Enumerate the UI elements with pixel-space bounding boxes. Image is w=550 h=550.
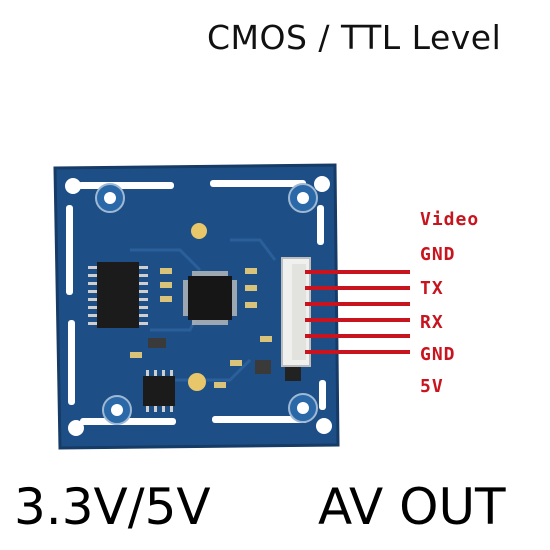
potentiometer-bottom <box>188 373 206 391</box>
pin-label-video: Video <box>420 209 480 230</box>
voltage-label: 3.3V/5V <box>14 478 211 536</box>
pin-label-rx: RX <box>420 312 444 333</box>
output-label: AV OUT <box>318 478 506 536</box>
pin-header-connector <box>281 257 311 367</box>
ic-chip-center <box>183 271 237 325</box>
potentiometer-top <box>191 223 207 239</box>
page-title: CMOS / TTL Level <box>207 18 502 57</box>
pin-label-tx: TX <box>420 278 444 299</box>
pin-label-5v: 5V <box>420 376 444 397</box>
ic-chip-bottom <box>143 370 175 412</box>
wires <box>305 270 410 354</box>
smd-components <box>130 268 272 388</box>
pin-label-gnd: GND <box>420 244 456 265</box>
ic-chip-left <box>88 262 148 328</box>
pin-label-gnd-2: GND <box>420 344 456 365</box>
capacitors <box>148 338 301 381</box>
